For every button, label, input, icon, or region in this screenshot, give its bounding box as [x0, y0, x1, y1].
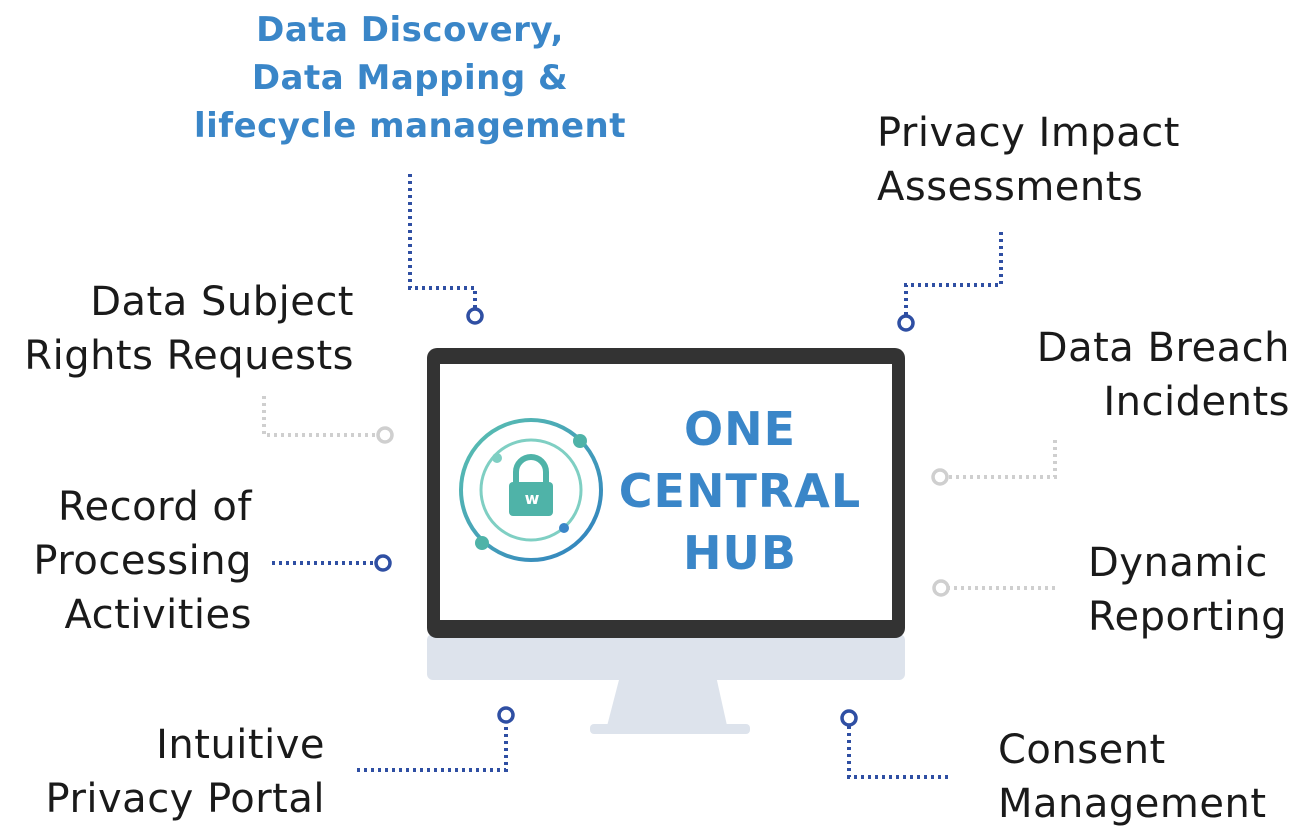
feature-data-breach: Data Breach Incidents — [1036, 325, 1290, 425]
logo-dot — [492, 453, 502, 463]
connector-data-breach — [931, 440, 1057, 486]
hub-title-line: ONE — [683, 402, 797, 456]
feature-data-discovery: Data Discovery, Data Mapping & lifecycle… — [193, 10, 627, 146]
monitor-stand — [606, 676, 728, 730]
feature-data-subject-requests: Data Subject Rights Requests — [24, 279, 354, 379]
connector-record-processing — [272, 554, 392, 572]
connector-privacy-impact — [897, 232, 1003, 332]
hub-title-line: CENTRAL — [618, 464, 862, 518]
monitor-base — [590, 724, 750, 734]
hub-logo — [459, 418, 603, 562]
feature-record-processing: Record of Processing Activities — [33, 484, 252, 638]
connector-consent — [840, 709, 950, 779]
connector-data-subject — [262, 396, 394, 444]
feature-dynamic-reporting: Dynamic Reporting — [1088, 540, 1287, 640]
logo-letter: w — [524, 489, 540, 508]
logo-dot — [573, 434, 587, 448]
padlock-icon — [509, 454, 553, 516]
connector-privacy-portal — [357, 706, 515, 772]
connector-dynamic-reporting — [932, 579, 1055, 597]
monitor-chin — [427, 634, 905, 680]
hub-title-line: HUB — [683, 526, 797, 580]
logo-dot — [559, 523, 569, 533]
logo-outer-ring — [459, 418, 603, 562]
feature-privacy-impact: Privacy Impact Assessments — [877, 110, 1180, 210]
hub-title: ONE CENTRAL HUB — [610, 398, 870, 584]
feature-consent-management: Consent Management — [998, 727, 1267, 827]
logo-inner-ring — [479, 438, 583, 542]
feature-privacy-portal: Intuitive Privacy Portal — [45, 722, 325, 822]
logo-dot — [475, 536, 489, 550]
connector-data-discovery — [408, 174, 484, 325]
